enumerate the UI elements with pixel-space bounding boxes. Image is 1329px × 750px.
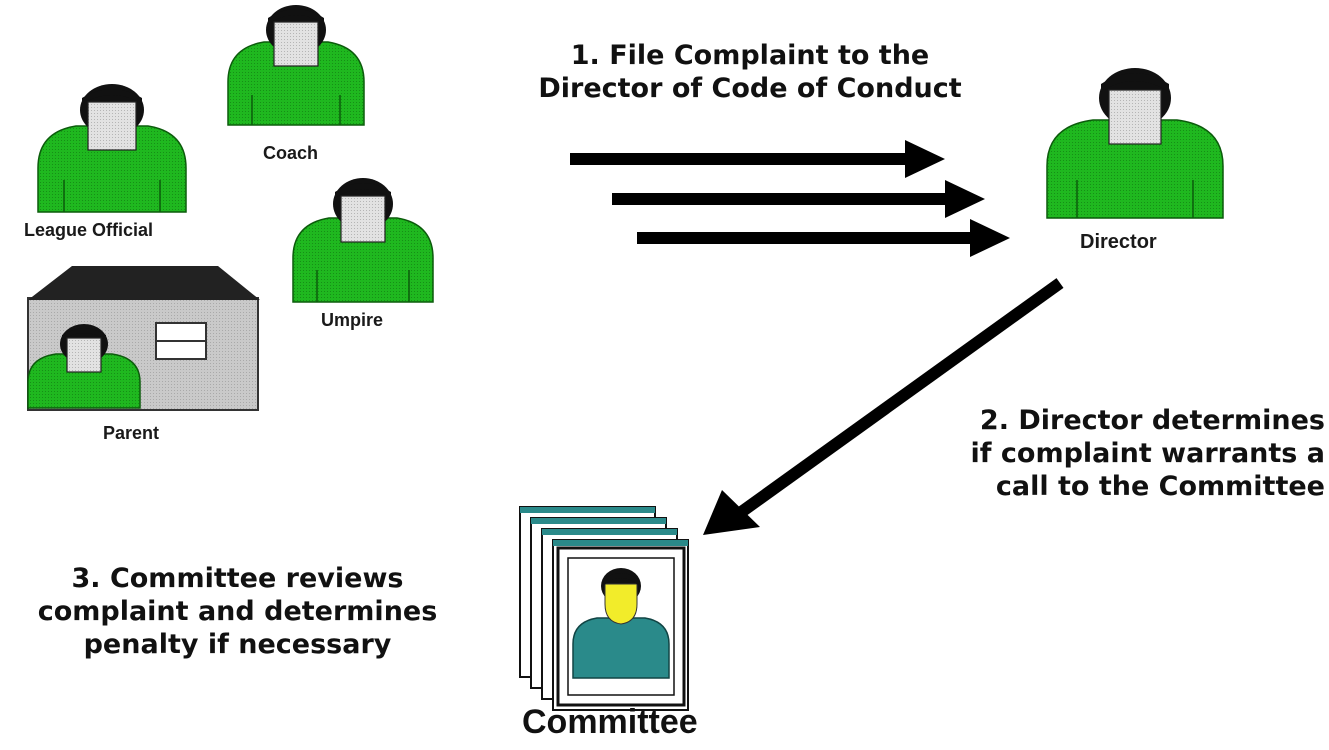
coach-label: Coach <box>263 143 319 163</box>
arrow-right-icon <box>612 180 985 218</box>
step-1-line-2: Director of Code of Conduct <box>538 72 962 104</box>
step-3-line-2: complaint and determines <box>37 595 438 627</box>
parent-person-icon <box>27 324 141 409</box>
step-2-line-3: call to the Committee <box>995 470 1325 502</box>
committee-frames-icon <box>519 506 689 711</box>
committee-label: Committee <box>522 703 698 741</box>
parent-house-icon <box>27 266 260 411</box>
umpire-label: Umpire <box>321 310 384 330</box>
step-3-text: 3. Committee reviews complaint and deter… <box>0 563 475 662</box>
step-2-line-1: 2. Director determines <box>979 405 1325 436</box>
step-1-text: 1. File Complaint to the Director of Cod… <box>500 40 1000 106</box>
director-label: Director <box>1080 231 1157 253</box>
step-3-line-1: 3. Committee reviews <box>71 563 404 594</box>
arrow-right-icon <box>570 140 945 178</box>
league-official-label: League Official <box>24 220 154 240</box>
league-official-person-icon <box>37 84 187 213</box>
coach-person-icon <box>227 5 365 126</box>
umpire-person-icon <box>292 178 434 303</box>
step-2-line-2: if complaint warrants a <box>970 437 1325 469</box>
step-1-line-1: 1. File Complaint to the <box>570 40 930 71</box>
committee-person-icon <box>572 568 670 679</box>
arrow-right-icon <box>637 219 1010 257</box>
director-person-icon <box>1046 68 1224 219</box>
arrow-diagonal-icon <box>703 278 1064 535</box>
complaint-arrows <box>570 140 1010 257</box>
step-3-line-3: penalty if necessary <box>83 628 392 660</box>
parent-label: Parent <box>103 423 160 443</box>
step-2-text: 2. Director determines if complaint warr… <box>880 405 1325 504</box>
